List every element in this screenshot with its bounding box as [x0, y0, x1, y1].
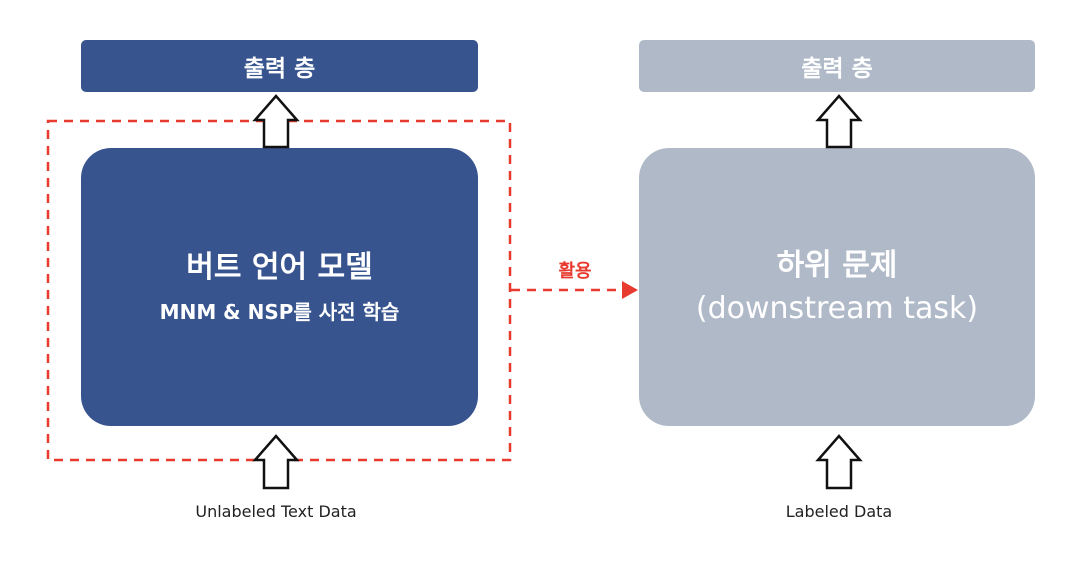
task-title: 하위 문제	[776, 247, 898, 283]
up-arrow-icon-left-bottom	[252, 434, 300, 490]
up-arrow-icon-right-bottom	[815, 434, 863, 490]
right-output-layer: 출력 층	[639, 40, 1035, 92]
right-input-label: Labeled Data	[785, 502, 893, 521]
up-arrow-icon-left-top	[252, 94, 300, 149]
model-subtitle: MNM & NSP를 사전 학습	[159, 299, 400, 324]
transfer-label: 활용	[558, 261, 592, 282]
pretraining-scope-frame	[46, 119, 512, 462]
left-output-label: 출력 층	[243, 56, 316, 82]
task-subtitle: (downstream task)	[695, 291, 979, 326]
up-arrow-icon-right-top	[815, 94, 863, 149]
left-output-layer: 출력 층	[81, 40, 478, 92]
model-title: 버트 언어 모델	[186, 249, 373, 285]
downstream-task-box: 하위 문제 (downstream task)	[639, 148, 1035, 426]
bert-language-model-box: 버트 언어 모델 MNM & NSP를 사전 학습	[81, 148, 478, 426]
right-output-label: 출력 층	[801, 56, 873, 82]
left-input-label: Unlabeled Text Data	[195, 502, 357, 521]
transfer-arrow-head	[622, 281, 638, 299]
